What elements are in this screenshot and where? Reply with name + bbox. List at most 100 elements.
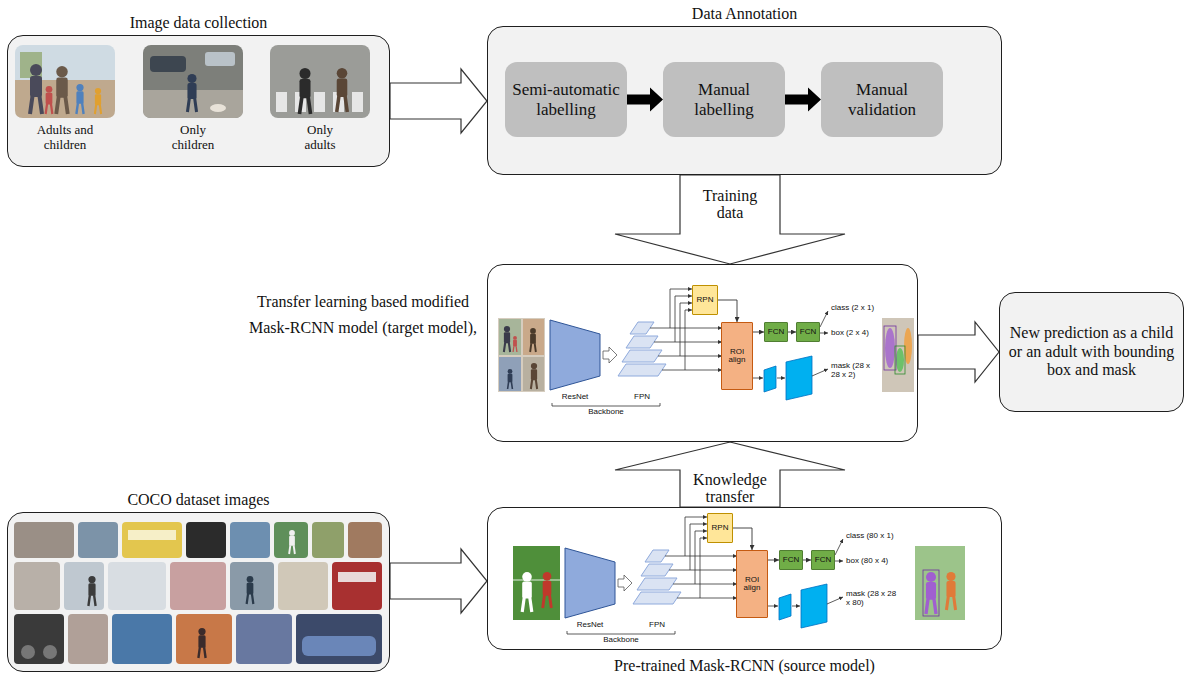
person-body: [247, 583, 254, 595]
person-body: [337, 79, 348, 97]
edge-label: Training data: [690, 188, 770, 221]
node-text: Transfer learning based modified Mask-RC…: [247, 289, 479, 340]
output-line: [820, 333, 828, 334]
process-box: Semi-automatic labelling: [505, 62, 627, 137]
image-caption: Only adults: [290, 123, 350, 153]
connector: [733, 528, 752, 550]
mask-layer: [801, 584, 827, 628]
result-box: New prediction as a child or an adult wi…: [999, 292, 1184, 412]
person-body: [508, 374, 513, 382]
node-text: FCN: [800, 328, 816, 336]
part-label: FPN: [639, 621, 675, 630]
person-legs: [187, 98, 196, 112]
resnet-trapezoid: [565, 548, 615, 618]
node-text: New prediction as a child or an adult wi…: [1008, 324, 1175, 379]
part-label: class (2 x 1): [831, 304, 874, 313]
fpn-level: [622, 350, 662, 362]
person-legs: [530, 343, 536, 352]
feature-line: [677, 538, 707, 598]
rpn-box: RPN: [707, 513, 733, 543]
mask-overlay: [896, 348, 904, 372]
coco-photo: [64, 562, 104, 610]
feature-line: [690, 570, 737, 571]
person-legs: [946, 596, 955, 610]
person-legs: [522, 598, 532, 612]
part-label: ResNet: [565, 621, 615, 630]
person-body: [56, 78, 68, 98]
person-legs: [504, 343, 510, 352]
person-body: [530, 334, 536, 344]
input-image: [498, 318, 545, 392]
fcn-box: FCN: [811, 550, 835, 570]
photo-car: [205, 52, 235, 66]
person-body: [946, 581, 955, 597]
person-head: [508, 369, 513, 374]
node-text: FCN: [815, 556, 831, 564]
person-head: [30, 64, 42, 76]
photo-street: [143, 45, 243, 118]
bus-windows: [338, 572, 376, 582]
coco-photo: [278, 562, 328, 610]
person-head: [289, 530, 295, 536]
field-line: [513, 580, 560, 581]
roi-align-box: ROI align: [721, 322, 753, 390]
coco-photo: [14, 562, 60, 610]
person-body: [187, 83, 196, 99]
node-text: RPN: [697, 296, 714, 304]
person-body: [543, 581, 552, 596]
connector: [768, 560, 779, 561]
coco-photo: [176, 614, 232, 664]
person-head: [531, 363, 537, 369]
process-box: Manual labelling: [663, 62, 785, 137]
person-legs: [289, 545, 295, 554]
model-panel: Transfer learning based modified Mask-RC…: [487, 264, 918, 442]
node-text: ROI align: [723, 348, 751, 365]
coco-collage: [14, 522, 382, 664]
person-legs: [198, 647, 205, 658]
fcn-box: FCN: [779, 550, 803, 570]
section-panel: COCO dataset images: [7, 512, 390, 672]
backbone-bracket: [567, 631, 675, 634]
branch-line: [777, 378, 785, 379]
output-line: [827, 597, 843, 604]
input-photo: [499, 357, 521, 391]
feature-line: [675, 342, 722, 343]
section-panel: Data AnnotationSemi-automatic labellingM…: [487, 26, 1002, 175]
node-text: Semi-automatic labelling: [511, 80, 621, 119]
output-line: [835, 561, 843, 562]
person-head: [46, 86, 53, 93]
block-arrow: [390, 549, 487, 613]
person-legs: [30, 96, 42, 114]
fpn-level: [626, 336, 658, 348]
person-legs: [76, 103, 83, 114]
person-head: [95, 88, 101, 94]
person-body: [531, 369, 537, 380]
person-head: [513, 336, 517, 340]
connector: [788, 332, 796, 333]
backbone-bracket: [552, 403, 660, 406]
part-label: ResNet: [550, 393, 600, 402]
coco-photo: [230, 522, 270, 558]
coco-photo: [348, 522, 382, 558]
coco-photo: [14, 614, 64, 664]
person-body: [522, 582, 532, 599]
bounding-box: [884, 326, 896, 370]
coco-photo: [112, 614, 172, 664]
coco-photo: [170, 562, 226, 610]
coco-photo: [236, 614, 292, 664]
feature-line: [685, 556, 737, 557]
person-body: [30, 76, 42, 97]
person-body: [926, 582, 936, 600]
panel-fill: [487, 264, 918, 442]
branch-line: [792, 606, 800, 607]
wheel: [21, 645, 35, 659]
rpn-box: RPN: [692, 285, 718, 315]
person-body: [198, 635, 205, 648]
mask-rcnn-illustration: [513, 517, 965, 634]
coco-photo: [122, 522, 182, 558]
fpn-level: [641, 564, 673, 576]
input-photo: [499, 319, 521, 355]
bus-windows: [128, 530, 176, 540]
output-image: [915, 546, 965, 620]
